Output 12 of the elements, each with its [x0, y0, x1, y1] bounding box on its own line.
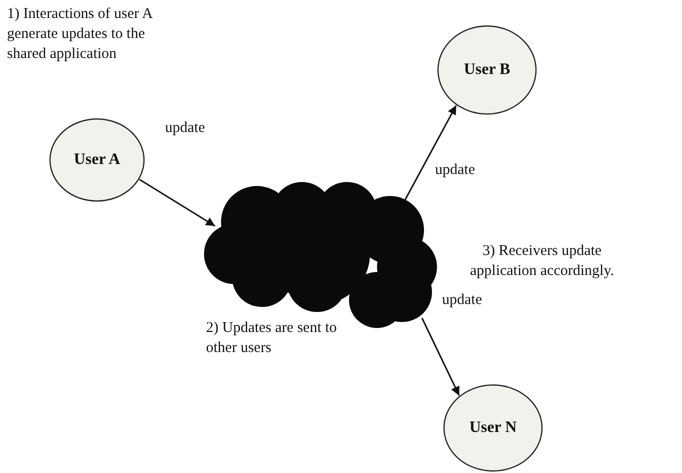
user-name: User B [464, 61, 510, 79]
user-name: User N [469, 419, 517, 437]
arrow [421, 318, 460, 396]
arrow [404, 105, 457, 200]
edge-label: update [163, 120, 207, 137]
edge-label: update [440, 292, 484, 309]
note-text: 1) Interactions of user A generate updates to the shared application [7, 5, 154, 64]
arrow [139, 178, 216, 227]
note-text: 3) Receivers update application accordingly. [469, 242, 615, 281]
note-text: 2) Updates are sent to other users [206, 319, 338, 358]
user-name: User A [74, 151, 120, 169]
edge-label: update [433, 162, 477, 179]
